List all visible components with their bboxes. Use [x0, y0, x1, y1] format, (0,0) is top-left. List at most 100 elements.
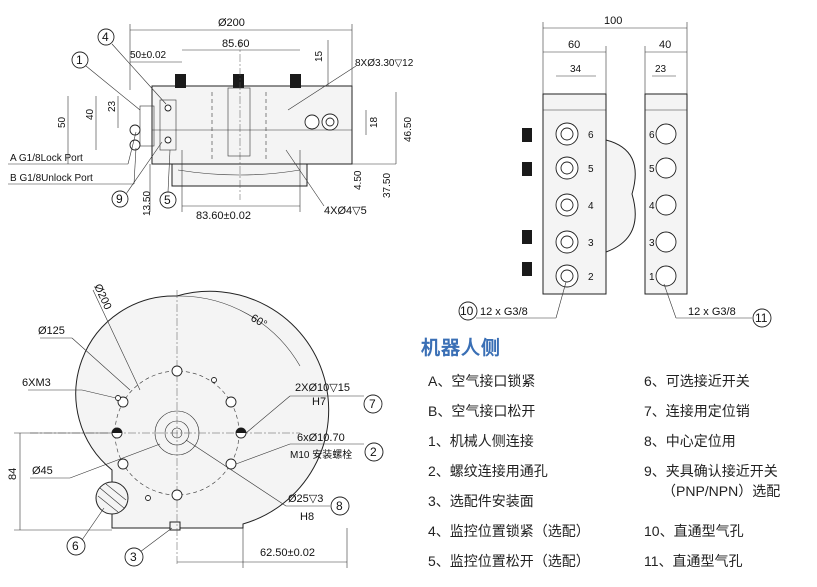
side-view: Ø200 50±0.02 85.60 15 8XØ3.30▽12 46.50 1… — [8, 17, 414, 222]
legend-item-5: 5、监控位置松开（选配） — [428, 553, 590, 569]
bubble-1 — [71, 51, 89, 69]
right-port-label-3: 3 — [649, 238, 655, 249]
bubble-5 — [159, 191, 177, 209]
leader-8x — [287, 65, 357, 111]
leader-45 — [69, 443, 161, 479]
bubble-1-num: 1 — [76, 53, 83, 67]
bubble-11-num: 11 — [755, 311, 768, 325]
plan-sensor-hatch-3 — [105, 483, 127, 501]
plan-sensor-hatch-1 — [99, 487, 125, 509]
side-port-a — [129, 124, 141, 136]
plan-m3-2 — [145, 495, 151, 501]
right-port-label-1: 1 — [649, 272, 655, 283]
bubble-10-num: 10 — [460, 304, 474, 318]
left-port-6-inner — [560, 127, 574, 141]
leader-4x — [285, 149, 325, 207]
plan-sensor-hatch-2 — [97, 495, 119, 513]
dim-center-fit: H8 — [300, 511, 314, 523]
bubble-4-num: 4 — [102, 30, 109, 44]
legend-item-8: 8、中心定位用 — [644, 433, 736, 449]
dim-50v: 50 — [57, 116, 68, 128]
dim-plan-200: Ø200 — [91, 282, 113, 311]
bubble-8 — [330, 496, 350, 516]
right-port-label-4: 4 — [649, 201, 655, 212]
dim-13-50: 13.50 — [142, 191, 153, 216]
dim-4-50: 4.50 — [353, 170, 364, 190]
dim-125: Ø125 — [38, 325, 65, 337]
plan-angle-arc — [176, 295, 301, 367]
dim-center: Ø25▽3 — [288, 493, 323, 505]
plan-sensor — [95, 481, 129, 515]
bubble-9 — [111, 190, 129, 208]
plan-m3-3 — [211, 377, 217, 383]
side-port-b — [129, 139, 141, 151]
bubble-5-leader — [167, 149, 171, 193]
left-port-label-2: 2 — [588, 272, 594, 283]
port-b-label: B G1/8Unlock Port — [10, 173, 93, 184]
left-port-label-3: 3 — [588, 238, 594, 249]
right-port-4 — [655, 194, 677, 216]
left-port-label-6: 6 — [588, 130, 594, 141]
dim-84: 84 — [7, 468, 19, 480]
legend-item-7: 7、连接用定位销 — [644, 403, 750, 419]
bubble-4-leader — [111, 43, 167, 105]
plan-pin-1-fill — [112, 428, 122, 433]
side-port-2-inner — [325, 117, 335, 127]
dim-45: Ø45 — [32, 465, 53, 477]
note-10-leader — [555, 281, 567, 319]
plan-outline — [75, 290, 330, 529]
end-right-ports: 6 5 4 3 1 — [649, 123, 677, 287]
plan-m3-1 — [115, 395, 121, 401]
dim-15: 15 — [314, 50, 325, 62]
dim-34: 34 — [570, 64, 582, 75]
plan-pin-2-fill — [236, 428, 246, 433]
left-port-2-inner — [560, 269, 574, 283]
dim-pin-fit: H7 — [312, 396, 326, 408]
left-port-label-4: 4 — [588, 201, 594, 212]
bubble-5-num: 5 — [164, 193, 171, 207]
side-monitor-dot-2 — [164, 136, 172, 144]
legend-item-9-sub: （PNP/NPN）选配 — [662, 483, 781, 499]
dim-8x-holes: 8XØ3.30▽12 — [355, 58, 414, 69]
bubble-7 — [363, 394, 383, 414]
end-middle-body — [605, 139, 636, 253]
side-left-fitting — [139, 105, 155, 147]
leader-125 — [71, 337, 131, 391]
bubble-11 — [752, 308, 772, 328]
right-port-5 — [655, 157, 677, 179]
dim-50-tol: 50±0.02 — [130, 50, 167, 61]
leader-center — [185, 439, 287, 507]
port-a-label: A G1/8Lock Port — [10, 153, 83, 164]
bubble-3 — [124, 547, 144, 567]
legend-item-6: 6、可选接近开关 — [644, 373, 750, 389]
left-port-4-inner — [560, 198, 574, 212]
dim-through: 6xØ10.70 — [297, 432, 345, 444]
end-view: 6 5 4 3 2 6 5 4 3 1 100 60 — [458, 15, 772, 328]
leader-m3 — [81, 389, 117, 399]
leader-through — [235, 443, 291, 465]
left-port-5-inner — [560, 161, 574, 175]
plan-bolt-5 — [117, 458, 129, 470]
side-flange-curve — [177, 169, 301, 176]
side-monitor-block — [159, 99, 177, 151]
end-sensor-3 — [522, 230, 532, 244]
bubble-8-num: 8 — [336, 499, 343, 513]
bubble-3-num: 3 — [130, 550, 137, 564]
side-monitor-dot-1 — [164, 104, 172, 112]
legend-item-3: 3、选配件安装面 — [428, 493, 534, 509]
dim-46-50: 46.50 — [403, 117, 414, 142]
note-11-leader — [663, 283, 677, 319]
dim-60: 60 — [568, 39, 580, 51]
dim-40: 40 — [659, 39, 671, 51]
plan-notch — [169, 521, 181, 531]
note-left: 12 x G3/8 — [480, 306, 528, 318]
dim-85-60: 85.60 — [222, 38, 250, 50]
dim-4x-holes: 4XØ4▽5 — [324, 205, 367, 217]
left-port-3-inner — [560, 235, 574, 249]
port-a-leader — [127, 131, 137, 165]
plan-bolt-4 — [171, 489, 183, 501]
bubble-7-num: 7 — [369, 397, 376, 411]
note-right: 12 x G3/8 — [688, 306, 736, 318]
section-title: 机器人侧 — [421, 338, 502, 359]
